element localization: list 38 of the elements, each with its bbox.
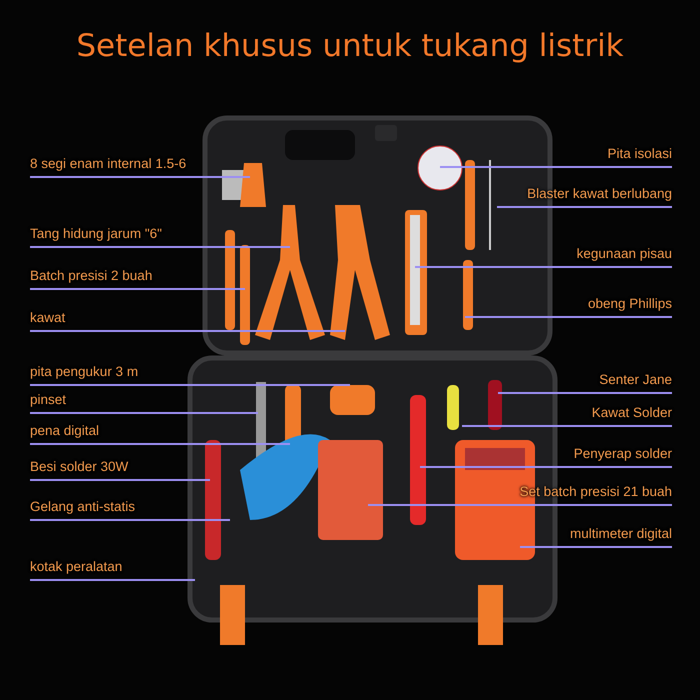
leader-line bbox=[415, 266, 672, 268]
leader-line bbox=[30, 288, 245, 290]
callout-label: Gelang anti-statis bbox=[30, 498, 136, 520]
leader-line bbox=[440, 166, 672, 168]
leader-line bbox=[30, 330, 345, 332]
callout-label: Batch presisi 2 buah bbox=[30, 267, 152, 289]
callout-label: 8 segi enam internal 1.5-6 bbox=[30, 155, 186, 177]
callout-label: obeng Phillips bbox=[588, 295, 672, 317]
leader-line bbox=[498, 392, 672, 394]
callout-label: Pita isolasi bbox=[607, 145, 672, 167]
leader-line bbox=[420, 466, 672, 468]
leader-line bbox=[30, 443, 290, 445]
leader-line bbox=[30, 384, 350, 386]
title: Setelan khusus untuk tukang listrik bbox=[75, 28, 625, 64]
leader-line bbox=[30, 246, 290, 248]
leader-line bbox=[368, 504, 672, 506]
callout-label: multimeter digital bbox=[570, 525, 672, 547]
leader-line bbox=[30, 579, 195, 581]
leader-line bbox=[497, 206, 672, 208]
callout-label: Kawat Solder bbox=[592, 404, 672, 426]
leader-line bbox=[30, 412, 258, 414]
callout-label: Tang hidung jarum "6" bbox=[30, 225, 162, 247]
leader-line bbox=[520, 546, 672, 548]
leader-line bbox=[30, 519, 230, 521]
callout-label: kotak peralatan bbox=[30, 558, 122, 580]
leader-line bbox=[465, 316, 672, 318]
callout-label: Senter Jane bbox=[599, 371, 672, 393]
callout-label: Blaster kawat berlubang bbox=[527, 185, 672, 207]
leader-line bbox=[30, 176, 250, 178]
leader-line bbox=[462, 425, 672, 427]
callout-label: pita pengukur 3 m bbox=[30, 363, 138, 385]
callout-label: kegunaan pisau bbox=[576, 245, 672, 267]
callout-label: kawat bbox=[30, 309, 66, 331]
callout-label: pinset bbox=[30, 391, 66, 413]
callout-label: pena digital bbox=[30, 422, 100, 444]
leader-line bbox=[30, 479, 210, 481]
callout-label: Besi solder 30W bbox=[30, 458, 128, 480]
callout-label: Penyerap solder bbox=[574, 445, 672, 467]
